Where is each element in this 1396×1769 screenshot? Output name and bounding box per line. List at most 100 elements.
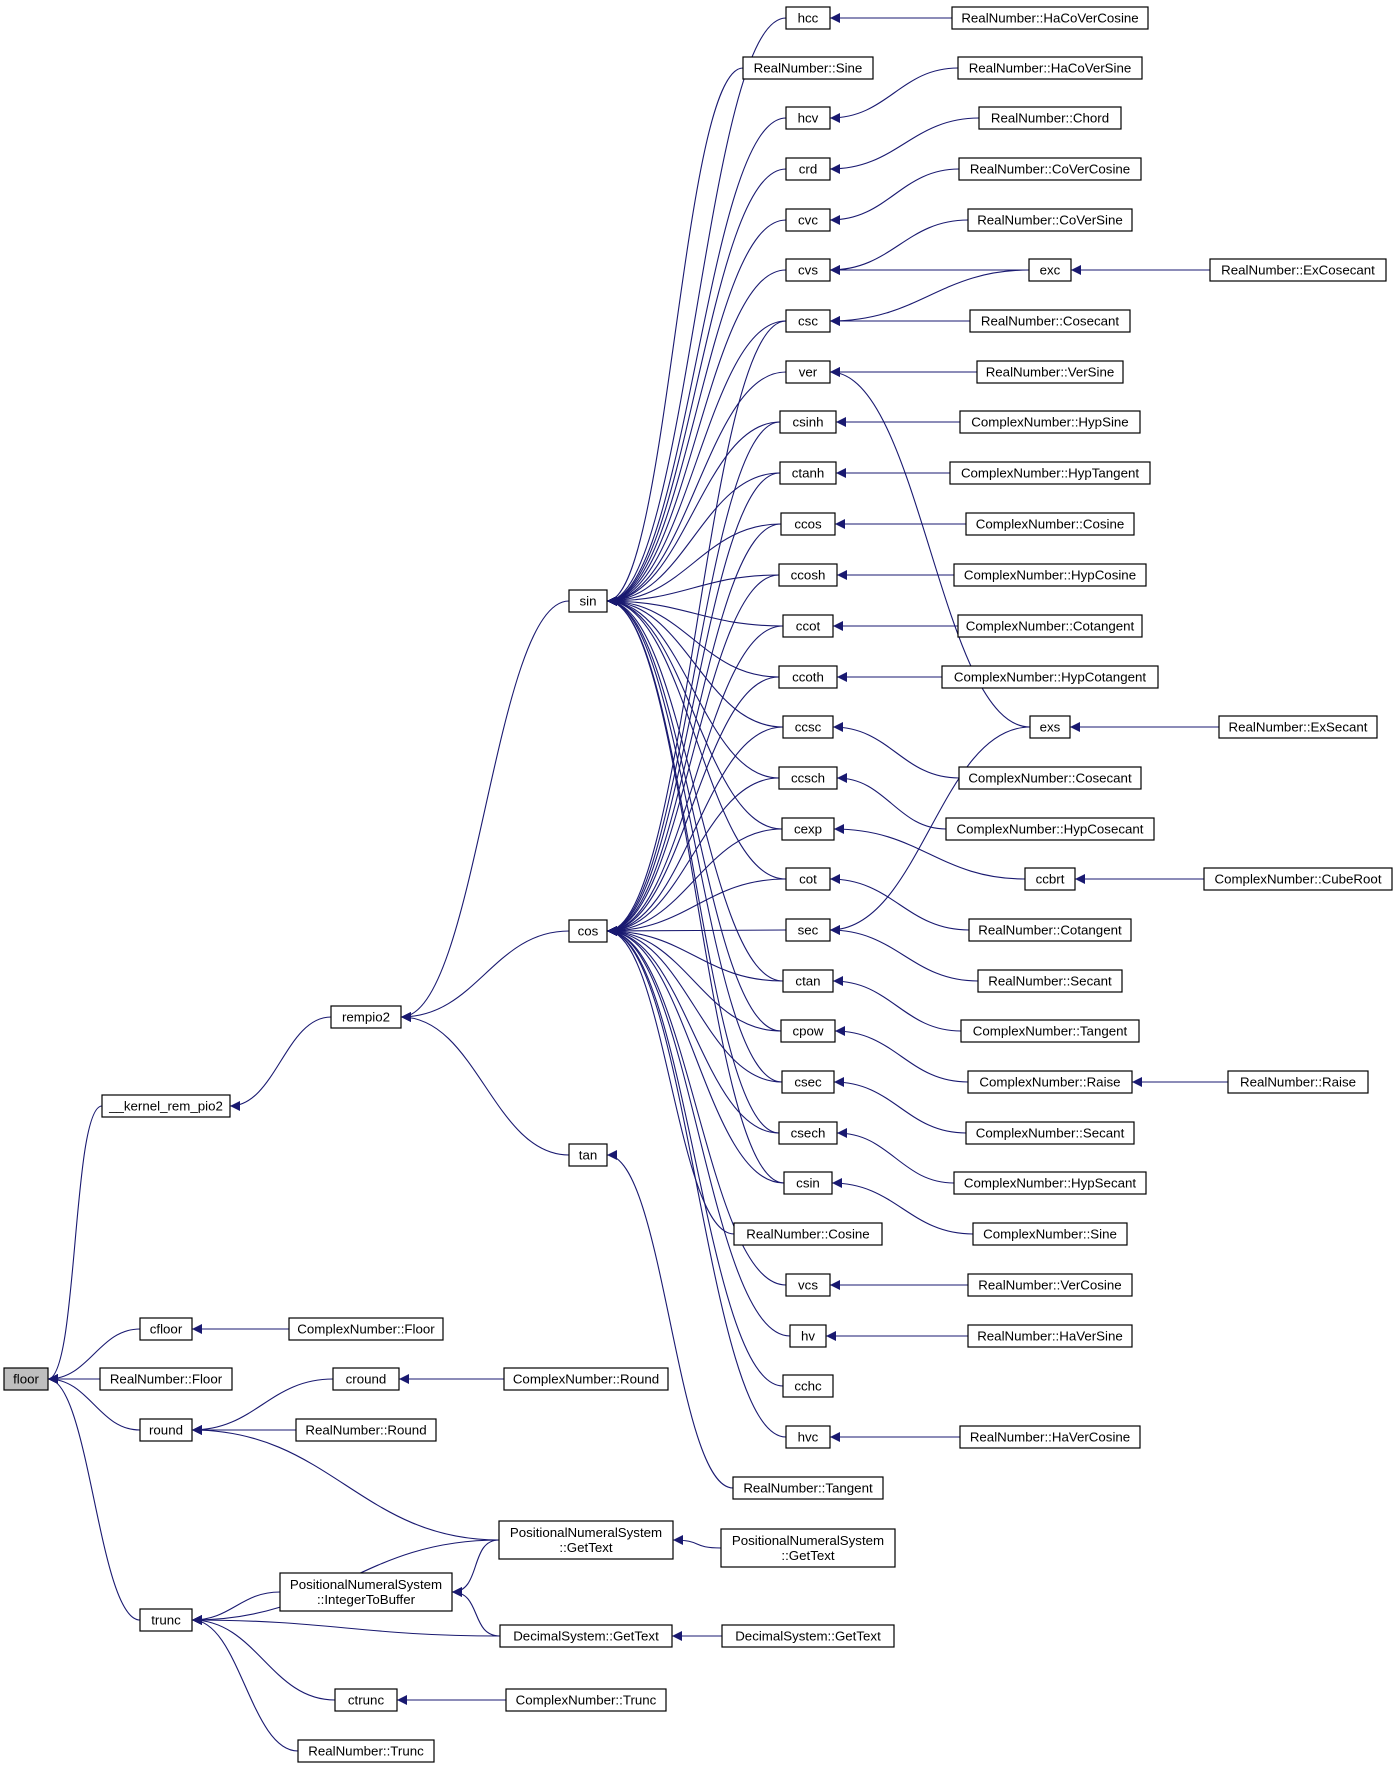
node-box <box>959 410 1141 434</box>
node-cvs[interactable]: cvs <box>785 258 831 282</box>
node-csec[interactable]: csec <box>781 1070 835 1094</box>
edge-round-to-floor <box>47 1374 141 1431</box>
node-rn_cosine[interactable]: RealNumber::Cosine <box>733 1222 883 1246</box>
node-box <box>778 1121 838 1145</box>
node-ver[interactable]: ver <box>785 360 831 384</box>
node-csc[interactable]: csc <box>785 309 831 333</box>
node-rn_versine[interactable]: RealNumber::VerSine <box>976 360 1124 384</box>
node-cn_hypcosecant[interactable]: ComplexNumber::HypCosecant <box>945 817 1155 841</box>
node-kernel_rem_pio2[interactable]: __kernel_rem_pio2 <box>101 1094 231 1118</box>
node-rn_exsecant[interactable]: RealNumber::ExSecant <box>1218 715 1378 739</box>
edge-ccoth-to-cos <box>606 676 780 936</box>
node-ctrunc[interactable]: ctrunc <box>334 1688 398 1712</box>
node-rn_trunc[interactable]: RealNumber::Trunc <box>297 1739 435 1763</box>
node-cn_cotangent[interactable]: ComplexNumber::Cotangent <box>957 614 1143 638</box>
node-csech[interactable]: csech <box>778 1121 838 1145</box>
node-rn_excosecant[interactable]: RealNumber::ExCosecant <box>1209 258 1387 282</box>
node-cpow[interactable]: cpow <box>780 1019 836 1043</box>
node-pns_gettext1[interactable]: PositionalNumeralSystem::GetText <box>498 1520 674 1560</box>
node-csinh[interactable]: csinh <box>779 410 837 434</box>
node-cn_round[interactable]: ComplexNumber::Round <box>503 1367 669 1391</box>
node-rn_floor[interactable]: RealNumber::Floor <box>99 1367 233 1391</box>
node-hv[interactable]: hv <box>789 1324 827 1348</box>
node-pns_itb[interactable]: PositionalNumeralSystem::IntegerToBuffer <box>279 1572 453 1612</box>
node-cn_cosine[interactable]: ComplexNumber::Cosine <box>965 512 1135 536</box>
edge-rn_hacoversine-to-hcv <box>829 67 959 123</box>
node-cn_hypcosine[interactable]: ComplexNumber::HypCosine <box>953 563 1147 587</box>
node-floor[interactable]: floor <box>3 1367 49 1391</box>
edge-csec-to-sin <box>606 596 783 1083</box>
node-rn_haversine[interactable]: RealNumber::HaVerSine <box>967 1324 1133 1348</box>
node-rn_raise[interactable]: RealNumber::Raise <box>1227 1070 1369 1094</box>
node-cchc[interactable]: cchc <box>782 1374 834 1398</box>
node-rn_tangent[interactable]: RealNumber::Tangent <box>732 1476 884 1500</box>
node-cexp[interactable]: cexp <box>781 817 835 841</box>
node-cround[interactable]: cround <box>332 1367 400 1391</box>
node-rn_sine[interactable]: RealNumber::Sine <box>742 56 874 80</box>
node-cn_trunc[interactable]: ComplexNumber::Trunc <box>505 1688 667 1712</box>
node-ccsc[interactable]: ccsc <box>782 715 834 739</box>
node-hvc[interactable]: hvc <box>785 1425 831 1449</box>
node-cn_cosecant[interactable]: ComplexNumber::Cosecant <box>958 766 1142 790</box>
edge-csc-to-cos <box>606 320 787 936</box>
node-cvc[interactable]: cvc <box>785 208 831 232</box>
node-cfloor[interactable]: cfloor <box>139 1317 193 1341</box>
node-cn_hypsine[interactable]: ComplexNumber::HypSine <box>959 410 1141 434</box>
node-csin[interactable]: csin <box>783 1171 833 1195</box>
node-label: ComplexNumber::HypCotangent <box>954 670 1146 685</box>
node-rn_chord[interactable]: RealNumber::Chord <box>978 106 1122 130</box>
node-cos[interactable]: cos <box>568 919 608 943</box>
node-rn_cotangent[interactable]: RealNumber::Cotangent <box>968 918 1132 942</box>
node-ccot[interactable]: ccot <box>782 614 834 638</box>
node-vcs[interactable]: vcs <box>785 1273 831 1297</box>
node-rn_cosecant[interactable]: RealNumber::Cosecant <box>969 309 1131 333</box>
node-cn_hypcotangent[interactable]: ComplexNumber::HypCotangent <box>941 665 1159 689</box>
edge-ctrunc-to-trunc <box>191 1615 336 1701</box>
node-trunc[interactable]: trunc <box>139 1608 193 1632</box>
node-cn_hyptangent[interactable]: ComplexNumber::HypTangent <box>949 461 1151 485</box>
node-cn_hypsecant[interactable]: ComplexNumber::HypSecant <box>953 1171 1147 1195</box>
node-label: exs <box>1040 720 1061 735</box>
node-cn_tangent[interactable]: ComplexNumber::Tangent <box>960 1019 1140 1043</box>
edge-ccos-to-sin <box>606 523 782 606</box>
node-cn_floor[interactable]: ComplexNumber::Floor <box>288 1317 444 1341</box>
node-exs[interactable]: exs <box>1029 715 1071 739</box>
node-hcv[interactable]: hcv <box>785 106 831 130</box>
node-rn_vercosine[interactable]: RealNumber::VerCosine <box>967 1273 1133 1297</box>
node-cot[interactable]: cot <box>785 867 831 891</box>
node-ds_gettext2[interactable]: DecimalSystem::GetText <box>721 1624 895 1648</box>
node-ccosh[interactable]: ccosh <box>778 563 838 587</box>
node-crd[interactable]: crd <box>785 157 831 181</box>
node-hcc[interactable]: hcc <box>785 6 831 30</box>
node-ccoth[interactable]: ccoth <box>778 665 838 689</box>
node-rempio2[interactable]: rempio2 <box>330 1005 402 1029</box>
node-pns_gettext2[interactable]: PositionalNumeralSystem::GetText <box>720 1528 896 1568</box>
node-ds_gettext1[interactable]: DecimalSystem::GetText <box>499 1624 673 1648</box>
node-box <box>780 1019 836 1043</box>
node-ctanh[interactable]: ctanh <box>779 461 837 485</box>
node-ccsch[interactable]: ccsch <box>778 766 838 790</box>
node-cn_secant[interactable]: ComplexNumber::Secant <box>965 1121 1135 1145</box>
node-label: ComplexNumber::Tangent <box>973 1024 1128 1039</box>
node-round[interactable]: round <box>139 1418 193 1442</box>
node-sin[interactable]: sin <box>568 589 608 613</box>
node-sec[interactable]: sec <box>785 918 831 942</box>
node-tan[interactable]: tan <box>568 1143 608 1167</box>
node-cn_cuberoot[interactable]: ComplexNumber::CubeRoot <box>1203 867 1393 891</box>
node-exc[interactable]: exc <box>1028 258 1072 282</box>
node-ccbrt[interactable]: ccbrt <box>1024 867 1076 891</box>
edge-cn_secant-to-csec <box>833 1077 967 1134</box>
edge-pns_gettext1-to-pns_itb <box>451 1539 500 1597</box>
node-ctan[interactable]: ctan <box>782 969 834 993</box>
node-rn_covercosine[interactable]: RealNumber::CoVerCosine <box>958 157 1142 181</box>
node-label: tan <box>579 1148 598 1163</box>
node-ccos[interactable]: ccos <box>780 512 836 536</box>
node-rn_havercosine[interactable]: RealNumber::HaVerCosine <box>959 1425 1141 1449</box>
node-rn_coversine[interactable]: RealNumber::CoVerSine <box>967 208 1133 232</box>
node-rn_secant[interactable]: RealNumber::Secant <box>977 969 1123 993</box>
node-rn_round[interactable]: RealNumber::Round <box>295 1418 437 1442</box>
node-rn_hacoversine[interactable]: RealNumber::HaCoVerSine <box>957 56 1143 80</box>
node-rn_hacovercosine[interactable]: RealNumber::HaCoVerCosine <box>951 6 1149 30</box>
node-cn_sine[interactable]: ComplexNumber::Sine <box>972 1222 1128 1246</box>
node-cn_raise[interactable]: ComplexNumber::Raise <box>967 1070 1133 1094</box>
